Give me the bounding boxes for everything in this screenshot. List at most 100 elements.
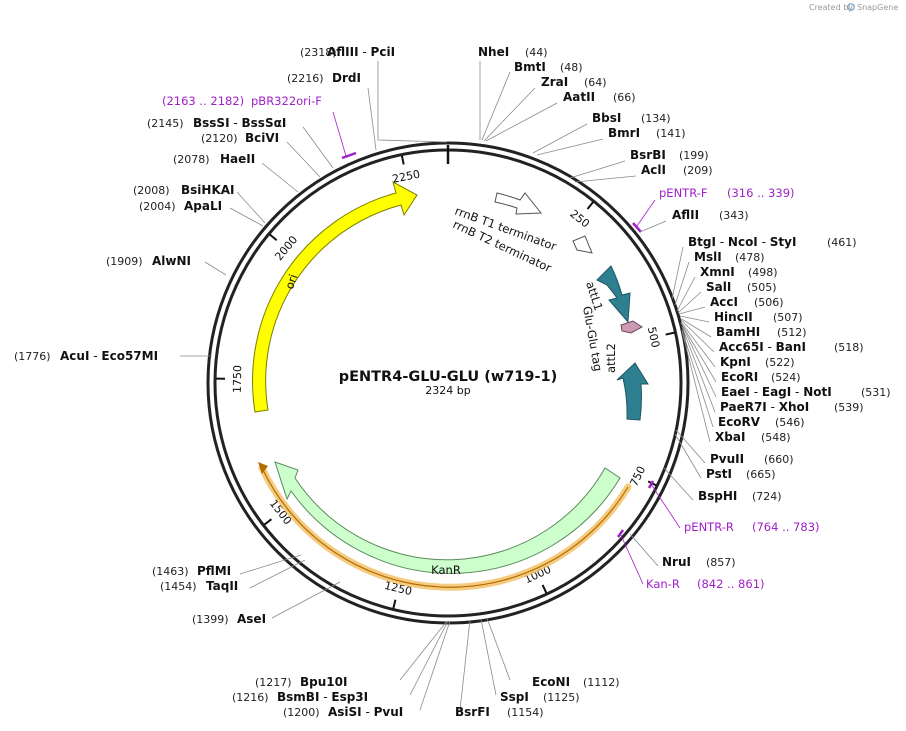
cut-site-name[interactable]: MslI	[694, 250, 722, 264]
cut-site-name[interactable]: AseI	[237, 612, 266, 626]
leader-line	[680, 321, 716, 368]
leader-line	[680, 319, 715, 353]
cut-site-name[interactable]: Bpu10I	[300, 675, 347, 689]
cut-site-name[interactable]: BsmBI - Esp3I	[277, 690, 368, 704]
cut-site-name[interactable]: PstI	[706, 467, 732, 481]
cut-site-name[interactable]: ApaLI	[184, 199, 222, 213]
feature-ori[interactable]	[252, 181, 418, 413]
cut-site-name[interactable]: AclI	[641, 163, 666, 177]
leader-line	[485, 102, 558, 142]
cut-site-name[interactable]: TaqII	[206, 579, 238, 593]
cut-site-position: (857)	[706, 556, 736, 569]
leader-line	[629, 533, 659, 567]
feature-kanr[interactable]	[274, 461, 621, 574]
tick-label: 2250	[391, 168, 421, 186]
cut-site-name[interactable]: DrdI	[332, 71, 361, 85]
cut-site-name[interactable]: EcoNI	[532, 675, 570, 689]
feature-attl2[interactable]	[616, 362, 649, 421]
brand-text: SnapGene	[857, 3, 898, 12]
tick-mark	[586, 201, 594, 210]
leader-line	[286, 141, 321, 178]
cut-site-position: (548)	[761, 431, 791, 444]
feature-glu-glu-tag[interactable]	[620, 320, 643, 334]
cut-site-name[interactable]: AccI	[710, 295, 738, 309]
feature-rrnb-t1[interactable]	[494, 192, 543, 215]
cut-site-name[interactable]: HincII	[714, 310, 753, 324]
cut-site-name[interactable]: BciVI	[245, 131, 279, 145]
cut-site-name[interactable]: XmnI	[700, 265, 735, 279]
cut-site-position: (478)	[735, 251, 765, 264]
cut-site-position: (1776)	[14, 350, 51, 363]
leader-line	[681, 329, 714, 428]
cut-site-name[interactable]: BbsI	[592, 111, 621, 125]
leader-line	[399, 620, 448, 681]
primer-leader-line	[619, 532, 644, 585]
cut-site-name[interactable]: AatII	[563, 90, 595, 104]
leader-line	[367, 87, 377, 151]
cut-site-name[interactable]: PflMI	[197, 564, 231, 578]
cut-site-name[interactable]: SspI	[500, 690, 529, 704]
primer-name[interactable]: pBR322ori-F	[251, 94, 322, 108]
leader-line	[419, 620, 451, 711]
cut-site-name[interactable]: BssSI - BssSαI	[193, 116, 286, 130]
cut-site-position: (665)	[746, 468, 776, 481]
cut-site-position: (1454)	[160, 580, 197, 593]
cut-site-name[interactable]: BtgI - NcoI - StyI	[688, 235, 796, 249]
cut-site-name[interactable]: BmrI	[608, 126, 640, 140]
tick-mark	[392, 599, 397, 609]
feature-rrnb-t2[interactable]	[572, 235, 593, 254]
cut-site-name[interactable]: BspHI	[698, 489, 737, 503]
cut-site-name[interactable]: AflIII - PciI	[327, 45, 395, 59]
cut-site-name[interactable]: AcuI - Eco57MI	[60, 349, 158, 363]
cut-site-name[interactable]: PaeR7I - XhoI	[720, 400, 809, 414]
cut-site-name[interactable]: EcoRI	[721, 370, 758, 384]
leader-line	[271, 581, 341, 619]
cut-site-name[interactable]: Acc65I - BanI	[719, 340, 806, 354]
cut-site-name[interactable]: BsiHKAI	[181, 183, 235, 197]
cut-site-position: (546)	[775, 416, 805, 429]
cut-site-name[interactable]: AlwNI	[152, 254, 191, 268]
cut-site-position: (1463)	[152, 565, 189, 578]
cut-site-name[interactable]: HaeII	[220, 152, 255, 166]
cut-site-name[interactable]: PvuII	[710, 452, 744, 466]
cut-site-name[interactable]: XbaI	[715, 430, 745, 444]
tick-label: 500	[645, 326, 662, 349]
credit-text: Created by	[809, 3, 853, 12]
tick-mark	[269, 233, 278, 241]
cut-site-name[interactable]: BmtI	[514, 60, 546, 74]
cut-site-name[interactable]: BamHI	[716, 325, 760, 339]
cut-site-position: (461)	[827, 236, 857, 249]
cut-site-position: (1399)	[192, 613, 229, 626]
cut-site-name[interactable]: KpnI	[720, 355, 751, 369]
cut-site-name[interactable]: EaeI - EagI - NotI	[721, 385, 832, 399]
leader-line	[574, 175, 637, 183]
cut-site-name[interactable]: EcoRV	[718, 415, 761, 429]
leader-line	[486, 617, 511, 681]
leader-line	[459, 619, 471, 711]
primer-name[interactable]: pENTR-F	[659, 186, 707, 200]
cut-site-position: (512)	[777, 326, 807, 339]
cut-site-position: (66)	[613, 91, 636, 104]
cut-site-name[interactable]: NheI	[478, 45, 509, 59]
leader-line	[663, 467, 694, 501]
leader-line	[249, 559, 306, 589]
leader-line	[569, 160, 626, 179]
leader-line	[678, 306, 706, 315]
cut-site-position: (1217)	[255, 676, 292, 689]
feature-attl1[interactable]	[596, 265, 631, 324]
primer-name[interactable]: pENTR-R	[684, 520, 734, 534]
cut-site-name[interactable]: ZraI	[541, 75, 568, 89]
cut-site-name[interactable]: BsrFI	[455, 705, 490, 719]
cut-site-name[interactable]: NruI	[662, 555, 691, 569]
cut-site-name[interactable]: BsrBI	[630, 148, 666, 162]
tick-mark	[665, 331, 675, 336]
cut-site-name[interactable]: AflII	[672, 208, 699, 222]
leader-line	[204, 261, 227, 276]
cut-site-name[interactable]: SalI	[706, 280, 731, 294]
cut-site-name[interactable]: AsiSI - PvuI	[328, 705, 403, 719]
leader-line	[409, 620, 449, 696]
primer-name[interactable]: Kan-R	[646, 577, 680, 591]
cut-site-position: (1216)	[232, 691, 269, 704]
cut-site-position: (2145)	[147, 117, 184, 130]
